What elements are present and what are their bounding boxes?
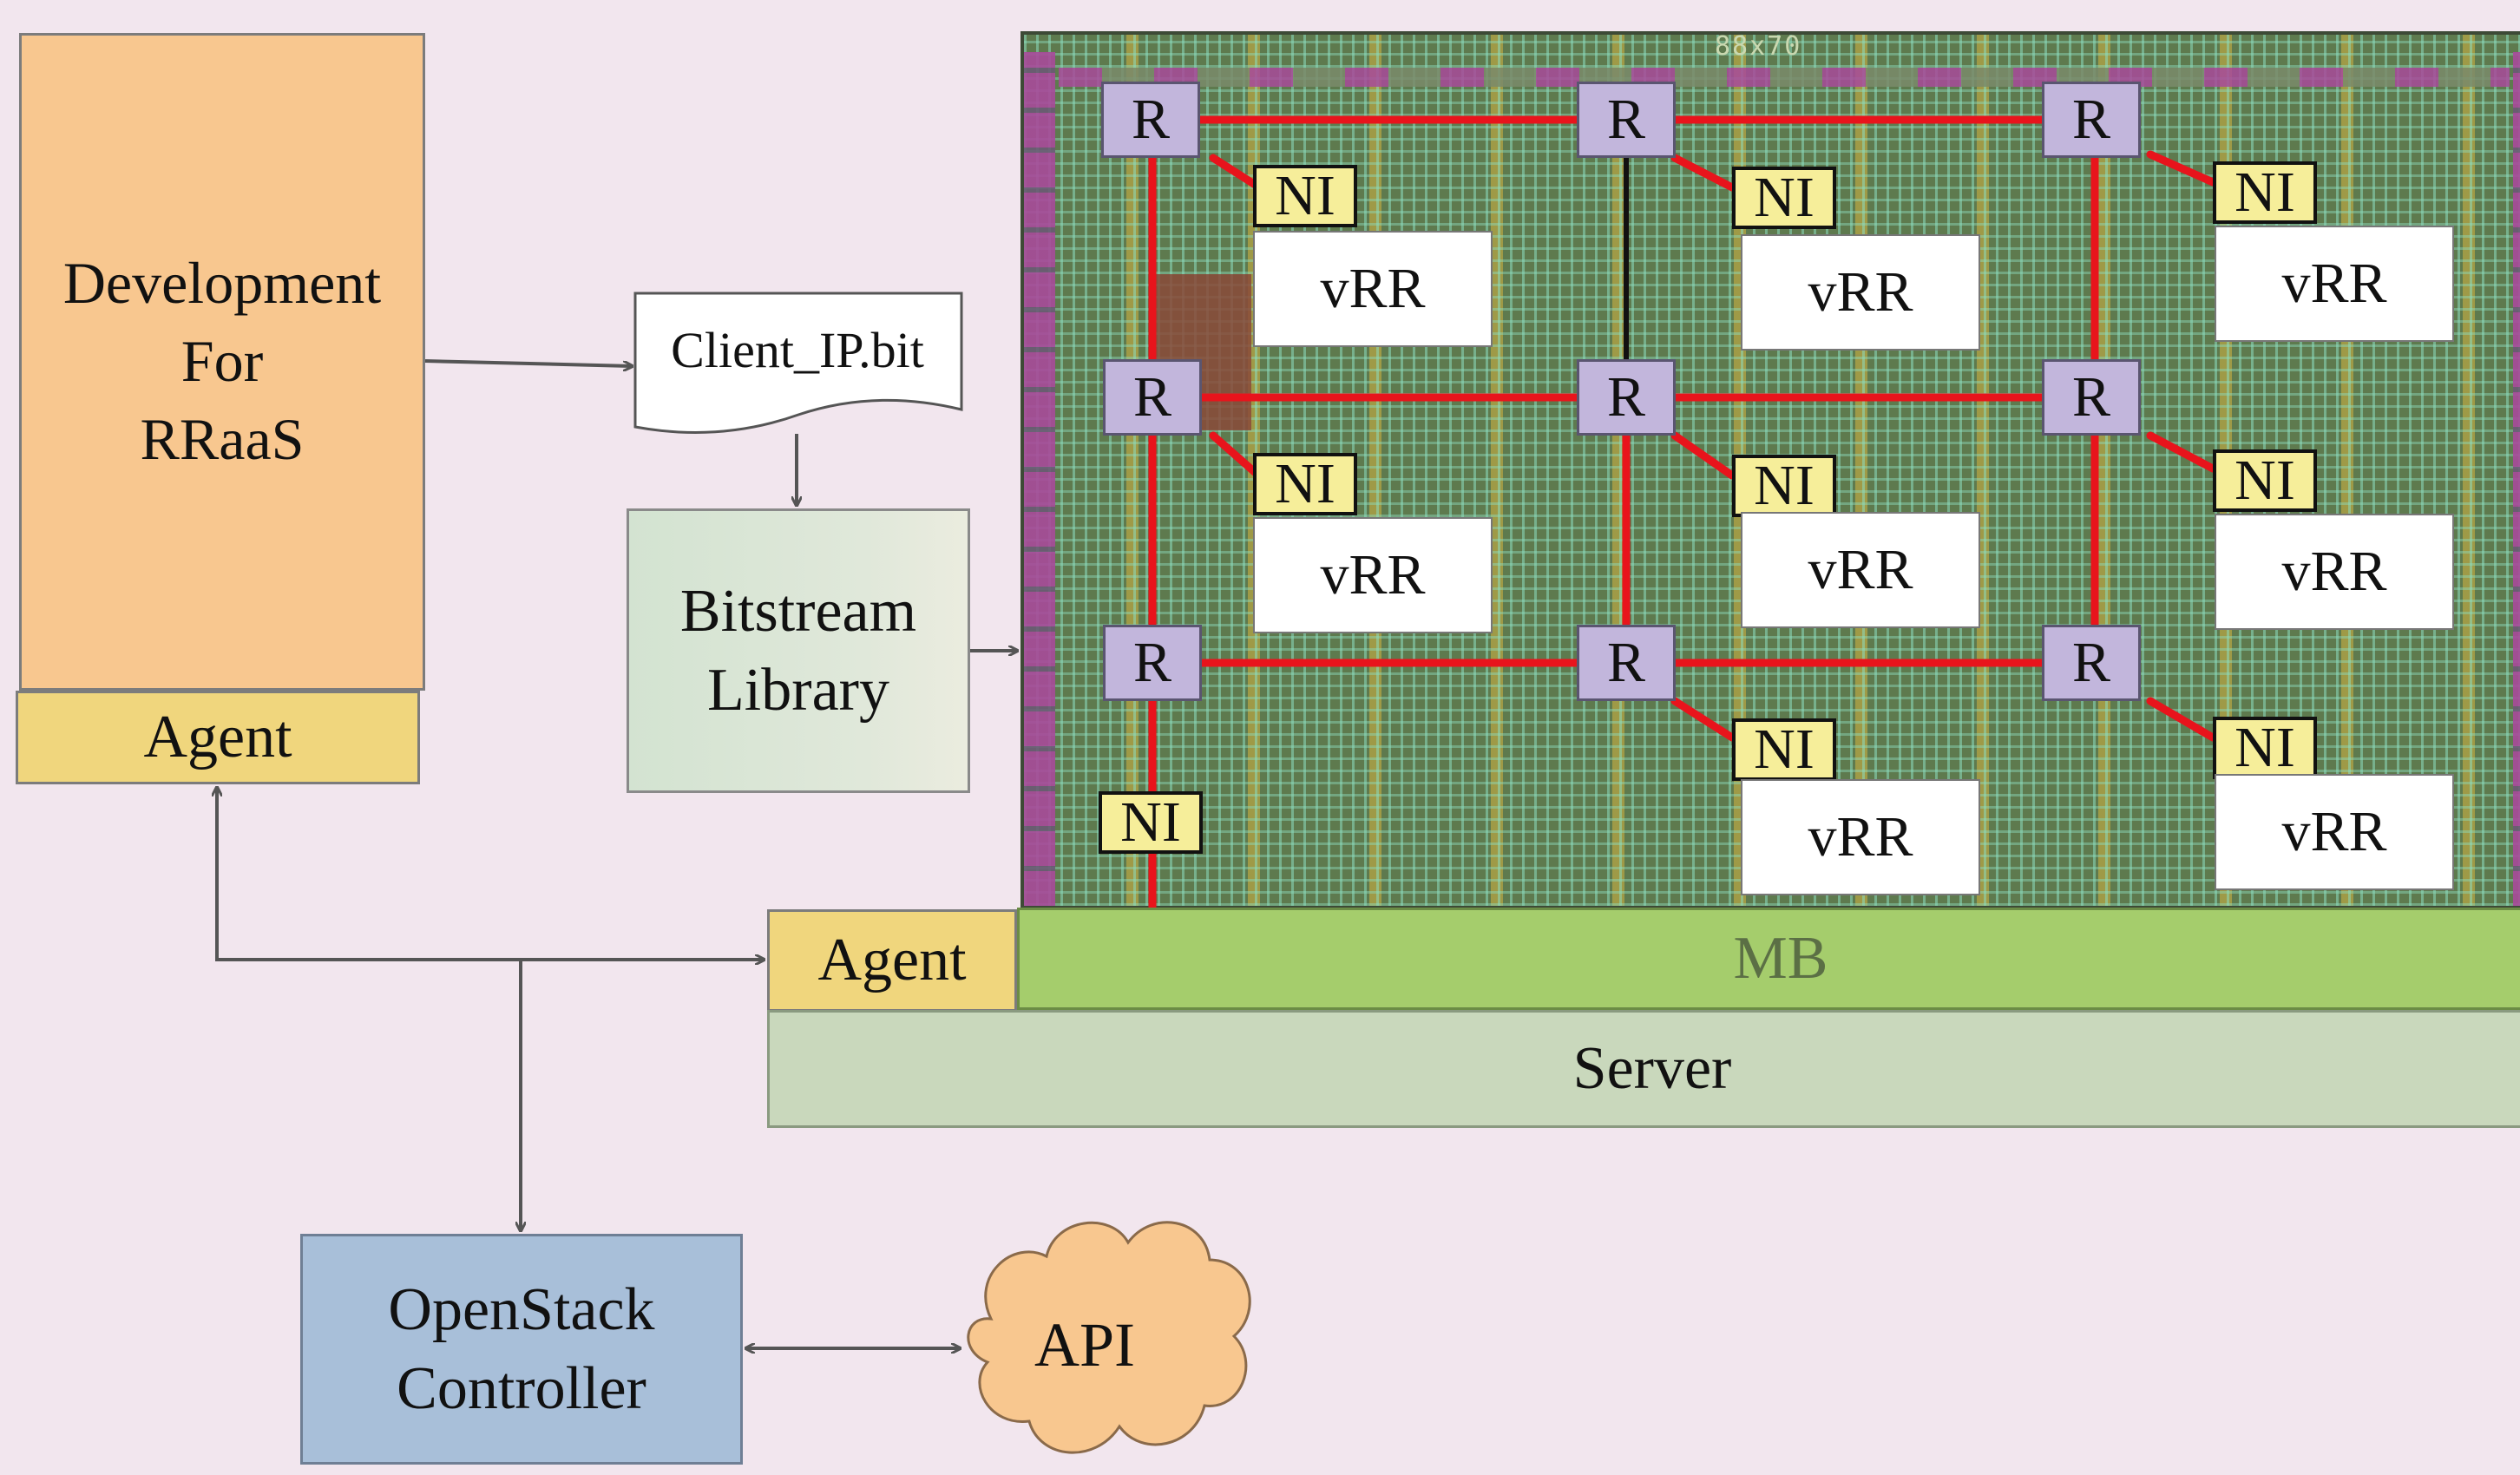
ni-3-3: NI [2213, 716, 2317, 779]
ni-label: NI [1275, 164, 1335, 227]
router-label: R [1606, 88, 1646, 151]
dev-agent-box: Agent [16, 691, 420, 784]
vrr-label: vRR [1320, 543, 1426, 606]
router-label: R [2071, 88, 2111, 151]
fpga-io-right [2513, 52, 2520, 906]
dev-line-3: RRaaS [140, 405, 305, 472]
server-box: Server [767, 1010, 2520, 1128]
router-3-1: R [1103, 625, 1202, 701]
bitlib-line-2: Library [707, 657, 889, 724]
ni-label: NI [1754, 718, 1815, 781]
router-label: R [2071, 631, 2111, 694]
dev-line-2: For [180, 328, 264, 395]
fpga-io-top [1059, 68, 2510, 87]
bitlib-line-1: Bitstream [679, 578, 917, 645]
mb-label: MB [1733, 925, 1828, 992]
router-3-3: R [2042, 625, 2141, 701]
openstack-line-2: Controller [397, 1355, 646, 1422]
ni-2-3: NI [2213, 449, 2317, 512]
ni-3-2: NI [1732, 718, 1836, 781]
vrr-1-3: vRR [2215, 226, 2454, 342]
vrr-label: vRR [1808, 260, 1913, 324]
vrr-label: vRR [2281, 800, 2387, 863]
vrr-label: vRR [2281, 252, 2387, 315]
router-label: R [1132, 365, 1172, 429]
development-for-rraas-box: Development For RRaaS [19, 33, 425, 691]
ni-label: NI [1754, 166, 1815, 229]
vrr-label: vRR [2281, 540, 2387, 603]
vrr-2-2: vRR [1741, 512, 1980, 628]
ni-label: NI [1120, 790, 1181, 854]
ni-label: NI [1754, 454, 1815, 517]
router-label: R [1606, 365, 1646, 429]
ni-1-1: NI [1253, 164, 1357, 227]
client-bitfile-label: Client_IP.bit [671, 322, 924, 378]
api-label: API [1034, 1310, 1135, 1380]
vrr-1-1: vRR [1253, 231, 1493, 347]
router-1-2: R [1577, 82, 1676, 158]
ni-1-3: NI [2213, 161, 2317, 224]
server-agent-box: Agent [767, 909, 1017, 1012]
dev-line-1: Development [62, 250, 382, 317]
vrr-label: vRR [1320, 257, 1426, 320]
vrr-label: vRR [1808, 805, 1913, 869]
mb-box: MB [1017, 908, 2520, 1010]
router-label: R [1606, 631, 1646, 694]
vrr-2-1: vRR [1253, 517, 1493, 633]
server-label: Server [1572, 1035, 1732, 1102]
router-3-2: R [1577, 625, 1676, 701]
ni-2-1: NI [1253, 452, 1357, 515]
router-2-1: R [1103, 359, 1202, 436]
router-label: R [1131, 88, 1171, 151]
arrow-agent-to-server-agent [217, 788, 764, 960]
bitstream-library-box: Bitstream Library [627, 508, 970, 793]
router-label: R [2071, 365, 2111, 429]
fpga-chip-label: 88x70 [1715, 31, 1802, 62]
router-1-1: R [1101, 82, 1200, 158]
ni-label: NI [2235, 449, 2295, 512]
router-2-3: R [2042, 359, 2141, 436]
dev-agent-label: Agent [143, 704, 292, 770]
ni-label: NI [2235, 161, 2295, 224]
fpga-io-left [1024, 52, 1055, 906]
router-2-2: R [1577, 359, 1676, 436]
ni-3-1: NI [1099, 790, 1203, 854]
vrr-2-3: vRR [2215, 514, 2454, 630]
router-1-3: R [2042, 82, 2141, 158]
router-label: R [1132, 631, 1172, 694]
ni-1-2: NI [1732, 166, 1836, 229]
ni-label: NI [2235, 716, 2295, 779]
ni-label: NI [1275, 452, 1335, 515]
openstack-controller-box: OpenStack Controller [300, 1234, 743, 1465]
server-agent-label: Agent [817, 927, 967, 993]
vrr-label: vRR [1808, 538, 1913, 601]
openstack-line-1: OpenStack [388, 1276, 655, 1343]
ni-2-2: NI [1732, 454, 1836, 517]
vrr-1-2: vRR [1741, 234, 1980, 351]
vrr-3-3: vRR [2215, 774, 2454, 890]
arrow-dev-to-bitfile [424, 359, 632, 366]
vrr-3-2: vRR [1741, 779, 1980, 895]
